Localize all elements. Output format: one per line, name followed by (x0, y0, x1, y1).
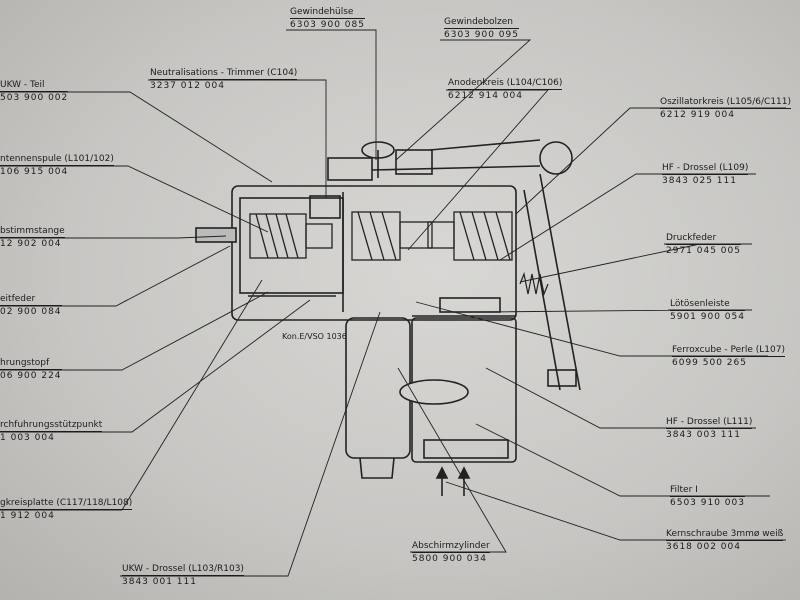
label-hf-drossel-111: HF - Drossel (L111)3843 003 111 (666, 417, 753, 440)
threaded-bolt (395, 149, 433, 175)
label-oszillatorkreis: Oszillatorkreis (L105/6/C111)6212 919 00… (660, 97, 792, 120)
capacitor (399, 379, 469, 405)
label-anodenkreis: Anodenkreis (L104/C106)6212 914 004 (448, 78, 563, 101)
tuning-rod (195, 227, 237, 243)
antenna-chamber (239, 197, 344, 294)
arrows (435, 466, 471, 496)
antenna-coil (249, 213, 333, 259)
label-ferroxcube: Ferroxcube - Perle (L107)6099 500 265 (672, 345, 785, 368)
oscillator-coil (427, 211, 513, 261)
anode-coil (351, 211, 433, 261)
tube-shield (345, 317, 411, 459)
lever-wheel (539, 141, 573, 175)
label-ukw-drossel: UKW - Drossel (L103/R103)3843 001 111 (122, 564, 244, 587)
label-neutralisations-trimmer: Neutralisations - Trimmer (C104)3237 012… (150, 68, 298, 91)
tuner-housing (231, 185, 517, 321)
label-kreisplatte: gkreisplatte (C117/118/L108)1 912 004 (0, 498, 133, 521)
drawing-stamp: Kon.E/VSO 1036 (282, 332, 347, 341)
trimmer (309, 195, 341, 219)
threaded-sleeve (327, 157, 373, 181)
label-hf-drossel-109: HF - Drossel (L109)3843 025 111 (662, 163, 749, 186)
spring (519, 271, 549, 297)
label-antennenspule: ntennenspule (L101/102)106 915 004 (0, 154, 114, 177)
